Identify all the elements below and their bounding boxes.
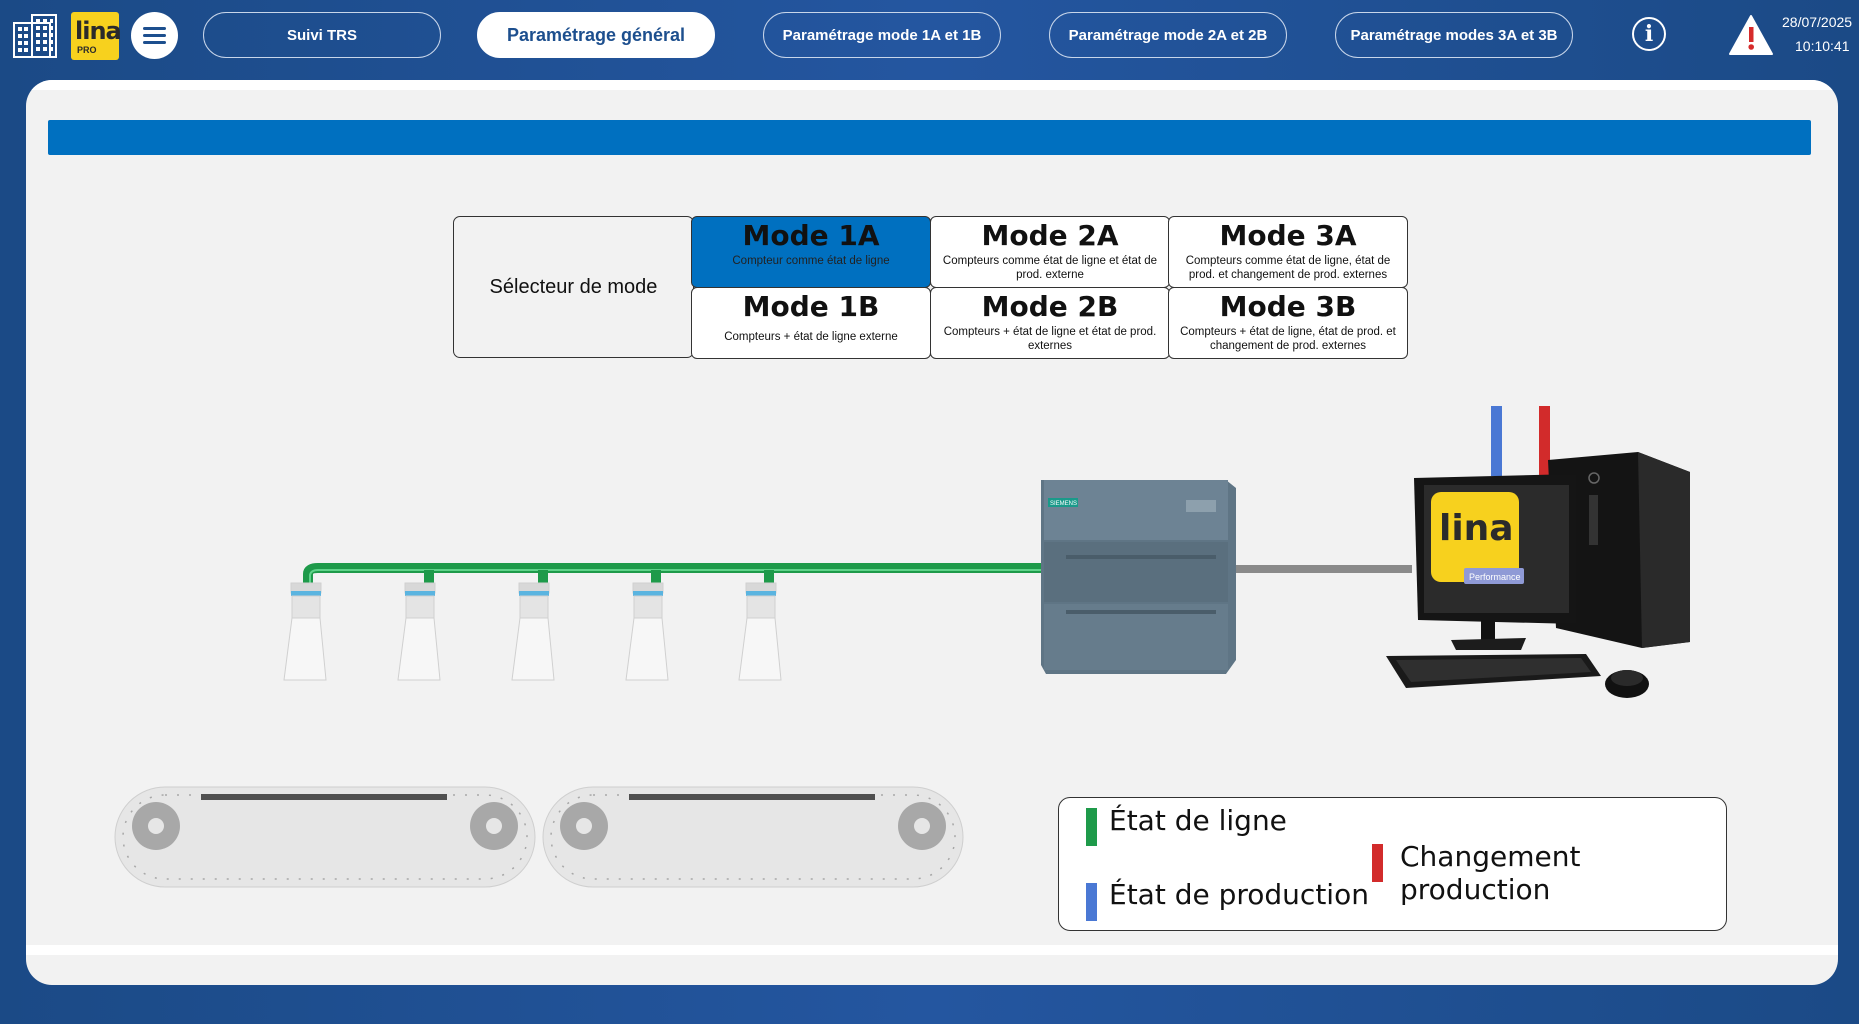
grid-icon[interactable] — [12, 13, 58, 59]
green-signal-pipe — [303, 563, 1044, 586]
legend-production-state: État de production — [1109, 878, 1369, 911]
production-state-cable — [1491, 406, 1502, 476]
mode-3b-button[interactable]: Mode 3B Compteurs + état de ligne, état … — [1168, 287, 1408, 359]
mode-title: Mode 1B — [742, 290, 880, 323]
sensor-1 — [283, 582, 327, 681]
blue-header-strip — [48, 120, 1811, 155]
mode-selector-text: Sélecteur de mode — [489, 275, 658, 298]
mode-description: Compteur comme état de ligne — [732, 255, 890, 267]
mode-1a-button[interactable]: Mode 1A Compteur comme état de ligne — [691, 216, 931, 288]
time-display: 10:10:41 — [1795, 38, 1850, 54]
divider-top — [26, 80, 1838, 90]
legend-production-change: Changement production — [1400, 840, 1581, 906]
legend-line-state: État de ligne — [1109, 804, 1287, 837]
alert-icon[interactable] — [1728, 14, 1774, 56]
mode-description: Compteurs + état de ligne, état de prod.… — [1180, 326, 1396, 352]
grey-cable — [1228, 565, 1412, 573]
sensor-3 — [511, 582, 555, 681]
sensor-icon — [424, 570, 774, 586]
mode-title: Mode 1A — [742, 219, 880, 252]
line-diagram: SIEMENS lina Performance — [114, 406, 1690, 888]
mode-1b-button[interactable]: Mode 1B Compteurs + état de ligne extern… — [691, 287, 931, 359]
mode-2b-button[interactable]: Mode 2B Compteurs + état de ligne et éta… — [930, 287, 1170, 359]
top-bar: lina PRO Suivi TRS Paramétrage général P… — [0, 0, 1859, 76]
mode-title: Mode 2A — [981, 219, 1119, 252]
screen-badge: Performance — [1469, 572, 1521, 582]
screen-logo: lina — [1439, 508, 1514, 549]
conveyor-right — [542, 786, 964, 888]
tab-parametrage-mode-2[interactable]: Paramétrage mode 2A et 2B — [1049, 12, 1287, 58]
date-display: 28/07/2025 — [1782, 14, 1853, 30]
computer-illustration: lina Performance — [1386, 406, 1690, 698]
mode-title: Mode 3A — [1219, 219, 1357, 252]
plc-controller: SIEMENS — [1041, 480, 1236, 674]
tab-parametrage-mode-3[interactable]: Paramétrage modes 3A et 3B — [1335, 12, 1573, 58]
divider-bottom — [26, 945, 1838, 955]
main-panel: Sélecteur de mode Mode 1A Compteur comme… — [26, 80, 1838, 985]
lina-pro-logo: lina PRO — [71, 12, 122, 60]
line-state-swatch — [1086, 808, 1097, 846]
mode-description: Compteurs + état de ligne externe — [724, 331, 898, 343]
tab-parametrage-general[interactable]: Paramétrage général — [477, 12, 715, 58]
mode-title: Mode 3B — [1219, 290, 1357, 323]
mode-description: Compteurs comme état de ligne et état de… — [942, 255, 1158, 281]
mode-3a-button[interactable]: Mode 3A Compteurs comme état de ligne, é… — [1168, 216, 1408, 288]
sensor-2 — [397, 582, 441, 681]
mode-selector-label: Sélecteur de mode — [453, 216, 694, 358]
plc-brand: SIEMENS — [1050, 501, 1077, 507]
legend-box: État de ligne Changement production État… — [1058, 797, 1727, 931]
mode-2a-button[interactable]: Mode 2A Compteurs comme état de ligne et… — [930, 216, 1170, 288]
tab-parametrage-mode-1[interactable]: Paramétrage mode 1A et 1B — [763, 12, 1001, 58]
sensor-4 — [625, 582, 669, 681]
mode-description: Compteurs comme état de ligne, état de p… — [1185, 255, 1391, 281]
info-icon[interactable]: i — [1632, 17, 1666, 51]
production-change-swatch — [1372, 844, 1383, 882]
production-state-swatch — [1086, 883, 1097, 921]
mode-description: Compteurs + état de ligne et état de pro… — [943, 326, 1157, 352]
logo-sub: PRO — [77, 45, 97, 55]
production-change-cable — [1539, 406, 1550, 476]
conveyor-left — [114, 786, 536, 888]
tab-suivi-trs[interactable]: Suivi TRS — [203, 12, 441, 58]
menu-icon[interactable] — [131, 12, 178, 59]
sensor-5 — [738, 582, 782, 681]
mode-title: Mode 2B — [981, 290, 1119, 323]
logo-text: lina — [75, 17, 122, 45]
